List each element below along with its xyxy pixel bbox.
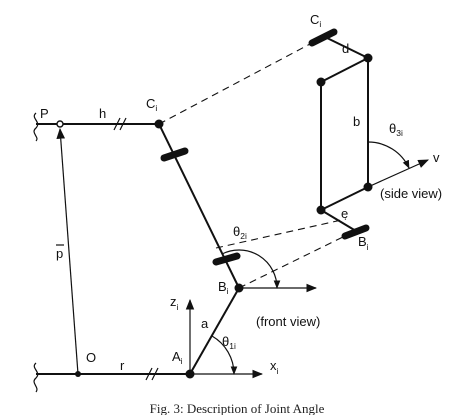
label-b: b xyxy=(353,114,360,129)
side-joint-marker-b xyxy=(341,224,370,240)
axis-v xyxy=(367,159,429,188)
joint-marker-c xyxy=(160,147,189,162)
theta3-arc xyxy=(367,141,410,169)
label-theta2: θ2i xyxy=(233,224,247,241)
label-o: O xyxy=(86,350,96,365)
label-d: d xyxy=(342,41,349,56)
projection-line-b xyxy=(215,218,347,249)
label-theta3: θ3i xyxy=(389,121,403,138)
label-ci: Ci xyxy=(146,96,157,113)
joint-marker-b xyxy=(212,252,241,266)
label-bi: Bi xyxy=(218,279,229,296)
theta1-arc xyxy=(211,335,238,375)
label-ai: Ai xyxy=(172,349,183,366)
top-rail-break-tick xyxy=(113,117,121,131)
label-r: r xyxy=(120,358,125,373)
label-ci-side: Ci xyxy=(310,12,321,29)
label-p-vector: p xyxy=(56,246,63,261)
side-frame-top xyxy=(320,57,369,83)
side-link-e xyxy=(320,209,357,232)
label-h: h xyxy=(99,106,106,121)
bottom-rail-break-tick xyxy=(151,367,159,381)
top-break-symbol xyxy=(33,112,39,142)
figure-caption: Fig. 3: Description of Joint Angle xyxy=(150,401,325,415)
label-v: v xyxy=(433,150,440,165)
label-a: a xyxy=(201,316,209,331)
side-frame-bottom xyxy=(320,186,369,211)
side-joint-top-left xyxy=(316,77,326,87)
theta2-arc xyxy=(221,249,281,289)
side-joint-bottom-left xyxy=(316,205,326,215)
side-joint-top-right xyxy=(363,53,373,63)
bottom-rail-break-tick xyxy=(145,367,153,381)
label-e: e xyxy=(341,206,348,221)
side-joint-marker-c xyxy=(308,28,338,47)
label-side-view: (side view) xyxy=(380,186,442,201)
leg-a xyxy=(189,287,240,375)
bottom-break-symbol xyxy=(33,362,39,393)
point-p xyxy=(56,120,64,128)
label-bi-side: Bi xyxy=(358,234,369,252)
top-rail-break-tick xyxy=(119,117,127,131)
label-zi: zi xyxy=(170,294,179,312)
label-front-view: (front view) xyxy=(256,314,320,329)
label-xi: xi xyxy=(270,358,279,376)
side-link-d xyxy=(324,36,369,59)
projection-line-c xyxy=(158,43,311,125)
vector-p xyxy=(56,127,79,375)
label-p: P xyxy=(40,106,49,121)
label-theta1: θ1i xyxy=(222,334,236,351)
projection-line-b2 xyxy=(238,233,350,289)
leg-b-front xyxy=(158,123,240,289)
